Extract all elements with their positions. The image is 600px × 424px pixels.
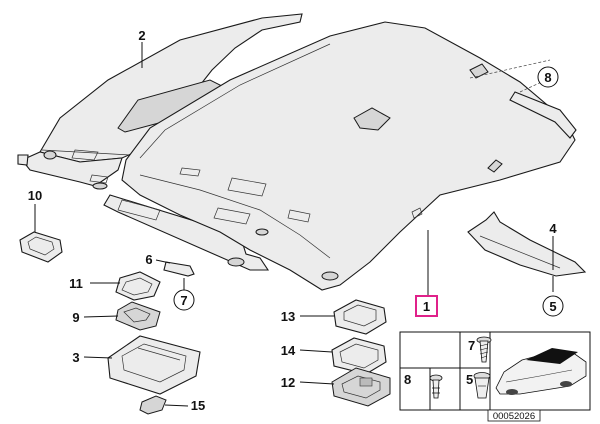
rear-trim-panel[interactable]	[467, 211, 587, 277]
callout-2: 2	[138, 28, 145, 43]
push-rivet-icon	[473, 372, 491, 399]
callout-14: 14	[281, 343, 296, 358]
gasket-part-10[interactable]	[19, 231, 63, 263]
callout-13: 13	[281, 309, 295, 324]
callout-10: 10	[28, 188, 42, 203]
callout-12: 12	[281, 375, 295, 390]
cover-part-13[interactable]	[333, 299, 387, 335]
dome-light-opening	[353, 107, 391, 131]
callout-circle-8	[537, 66, 559, 88]
callout-11: 11	[69, 276, 83, 291]
light-module-part-12[interactable]	[331, 367, 391, 407]
callout-circle-7	[173, 289, 195, 311]
callout-box-1-highlight[interactable]	[415, 295, 438, 317]
callout-15: 15	[191, 398, 205, 413]
clip-icon	[429, 374, 443, 399]
legend-box: 7 8 5 00052026	[399, 331, 591, 422]
callout-8: 8	[544, 70, 551, 85]
headliner-rear[interactable]	[17, 13, 303, 271]
callout-5: 5	[549, 299, 556, 314]
headliner-main[interactable]	[121, 21, 577, 291]
callout-3: 3	[72, 350, 79, 365]
screw-icon	[476, 336, 492, 363]
switch-part-15[interactable]	[139, 395, 167, 415]
callout-1: 1	[423, 299, 430, 314]
callout-7: 7	[180, 293, 187, 308]
callout-circle-5	[542, 295, 564, 317]
callout-9: 9	[72, 310, 79, 325]
legend-cell-5-label: 5	[466, 372, 473, 387]
frame-part-11[interactable]	[115, 271, 161, 301]
console-part-3[interactable]	[107, 335, 201, 395]
leader-lines	[34, 42, 554, 407]
callout-4: 4	[549, 221, 557, 236]
clip-part-6[interactable]	[163, 261, 195, 277]
diagram-number: 00052026	[493, 411, 535, 422]
callout-6: 6	[145, 252, 152, 267]
module-part-9[interactable]	[115, 301, 161, 331]
frame-part-14[interactable]	[331, 337, 387, 375]
legend-cell-7-label: 7	[468, 338, 475, 353]
legend-cell-8-label: 8	[404, 372, 411, 387]
car-thumbnail-icon	[495, 348, 587, 395]
